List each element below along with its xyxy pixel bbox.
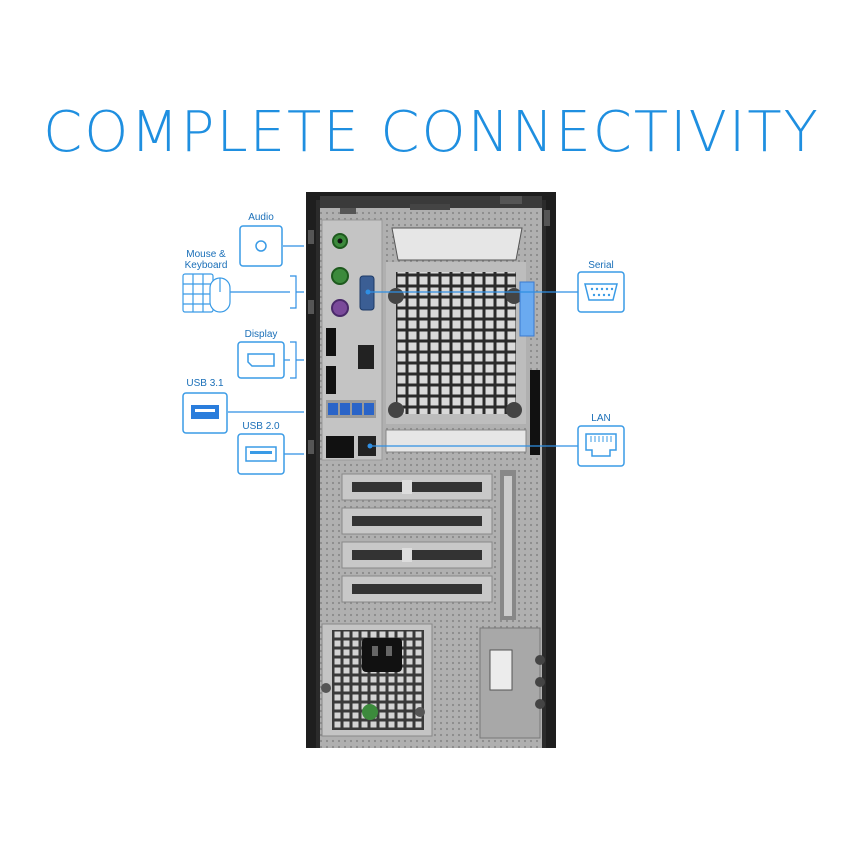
displayport-2	[326, 366, 336, 394]
displayport-icon	[237, 341, 285, 379]
usb-2-icon	[237, 433, 285, 475]
ethernet-port-icon	[577, 425, 625, 467]
usb-3-icon	[182, 392, 228, 434]
serial-label: Serial	[588, 260, 614, 271]
ps2-keyboard-port	[331, 267, 349, 285]
io-ports	[326, 233, 376, 458]
lan-port	[358, 436, 376, 456]
mouse-keyboard-label-line2: Keyboard	[184, 260, 228, 271]
mouse-icon	[209, 277, 231, 313]
mouse-keyboard-label-line1: Mouse &	[186, 249, 226, 260]
keyboard-icon	[182, 273, 214, 313]
exhaust-fan	[385, 227, 540, 455]
serial-bracket	[519, 281, 535, 337]
usb31-ports	[326, 400, 376, 418]
lan-label: LAN	[591, 413, 611, 424]
callout-lines	[228, 245, 578, 455]
power-inlet	[362, 638, 402, 672]
ps2-mouse-port	[331, 299, 349, 317]
audio-label: Audio	[248, 212, 274, 223]
expansion-slots	[341, 470, 516, 620]
displayport-1	[326, 328, 336, 356]
display-label: Display	[244, 329, 278, 340]
serial-port-icon	[577, 271, 625, 313]
page-title: COMPLETE CONNECTIVITY	[43, 100, 820, 165]
usb20-ports	[326, 436, 354, 458]
power-supply	[321, 623, 545, 739]
audio-jack-icon	[239, 225, 283, 267]
usb20-label: USB 2.0	[242, 421, 280, 432]
usb31-label: USB 3.1	[186, 378, 224, 389]
